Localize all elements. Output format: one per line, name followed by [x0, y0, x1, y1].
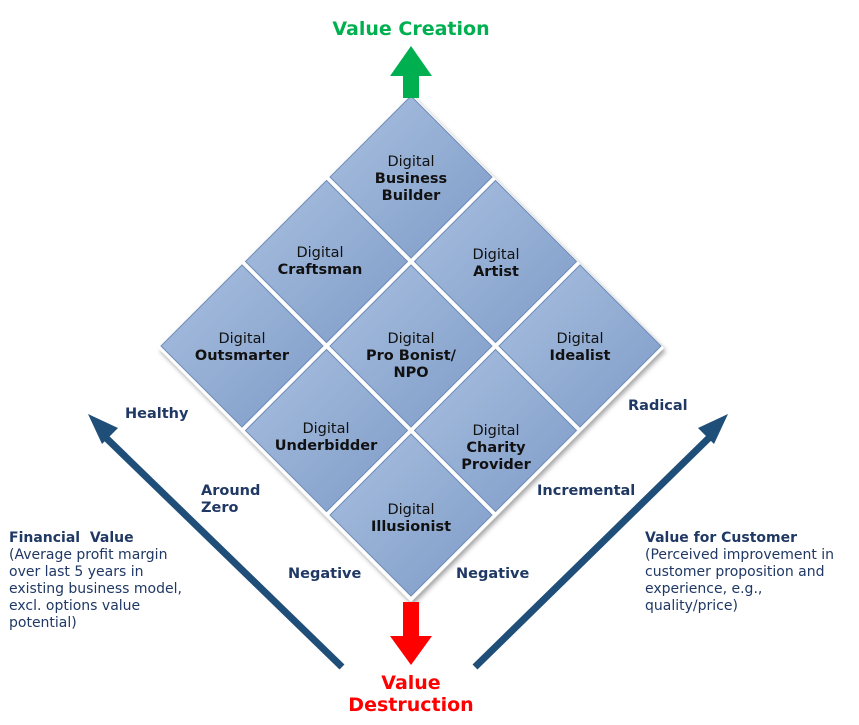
tile-name: Outsmarter [194, 348, 290, 364]
tile-name: Business Builder [374, 171, 448, 204]
tile-name: Artist [473, 264, 519, 280]
tile-prefix: Digital [387, 331, 435, 347]
tile-prefix: Digital [387, 154, 435, 170]
tile-digital-charity-provider: Digital Charity Provider [416, 423, 576, 474]
tile-digital-idealist: Digital Idealist [500, 331, 660, 365]
tile-shape-4 [160, 264, 324, 428]
right-level-negative: Negative [456, 566, 530, 582]
tile-shape-9 [329, 433, 493, 597]
customer-value-heading: Value for Customer [645, 530, 798, 546]
customer-value-axis-line [472, 429, 718, 670]
left-level-healthy: Healthy [125, 406, 189, 422]
financial-value-description: (Average profit margin over last 5 years… [9, 547, 182, 631]
financial-value-heading: Financial Value [9, 530, 134, 546]
tile-name: Craftsman [277, 262, 363, 278]
tile-shape-7 [244, 348, 409, 513]
right-level-radical: Radical [628, 398, 688, 414]
tile-digital-outsmarter: Digital Outsmarter [162, 331, 322, 365]
right-level-incremental: Incremental [537, 483, 636, 499]
tile-shape-5 [329, 264, 493, 428]
value-destruction-line-1: Value [381, 672, 441, 694]
tile-shape-2 [244, 179, 409, 344]
tile-prefix: Digital [218, 331, 266, 347]
tile-digital-artist: Digital Artist [416, 247, 576, 281]
tile-digital-craftsman: Digital Craftsman [240, 245, 400, 279]
tile-prefix: Digital [302, 421, 350, 437]
financial-value-block: Financial Value (Average profit margin o… [9, 530, 239, 632]
tile-shape-1 [329, 95, 493, 259]
tile-name: Illusionist [370, 519, 452, 535]
customer-value-block: Value for Customer (Perceived improvemen… [645, 530, 850, 615]
tile-shape-6 [498, 264, 662, 428]
tile-prefix: Digital [387, 502, 435, 518]
value-destruction-line-2: Destruction [348, 694, 474, 716]
tile-digital-pro-bonist-npo: Digital Pro Bonist/ NPO [331, 331, 491, 382]
tile-name: Charity Provider [461, 440, 531, 473]
tile-prefix: Digital [472, 423, 520, 439]
financial-value-axis-arrowhead [88, 414, 118, 444]
value-destruction-title: Value Destruction [330, 672, 492, 716]
customer-value-axis-arrowhead [698, 414, 728, 444]
left-level-around-zero: Around Zero [201, 483, 261, 516]
tile-prefix: Digital [296, 245, 344, 261]
financial-value-axis-line [97, 429, 345, 670]
left-level-negative: Negative [288, 566, 362, 582]
value-creation-arrow [390, 46, 432, 98]
value-destruction-arrow [390, 602, 432, 665]
tile-name: Idealist [549, 348, 611, 364]
tile-shape-8 [413, 348, 578, 513]
tile-name: Pro Bonist/ NPO [366, 348, 456, 381]
value-creation-title: Value Creation [332, 18, 490, 40]
tile-digital-underbidder: Digital Underbidder [246, 421, 406, 455]
tile-prefix: Digital [556, 331, 604, 347]
tile-digital-business-builder: Digital Business Builder [331, 154, 491, 205]
tile-name: Underbidder [274, 438, 378, 454]
tile-digital-illusionist: Digital Illusionist [331, 502, 491, 536]
tile-shape-3 [413, 179, 578, 344]
customer-value-description: (Perceived improvement in customer propo… [645, 547, 835, 614]
tile-prefix: Digital [472, 247, 520, 263]
